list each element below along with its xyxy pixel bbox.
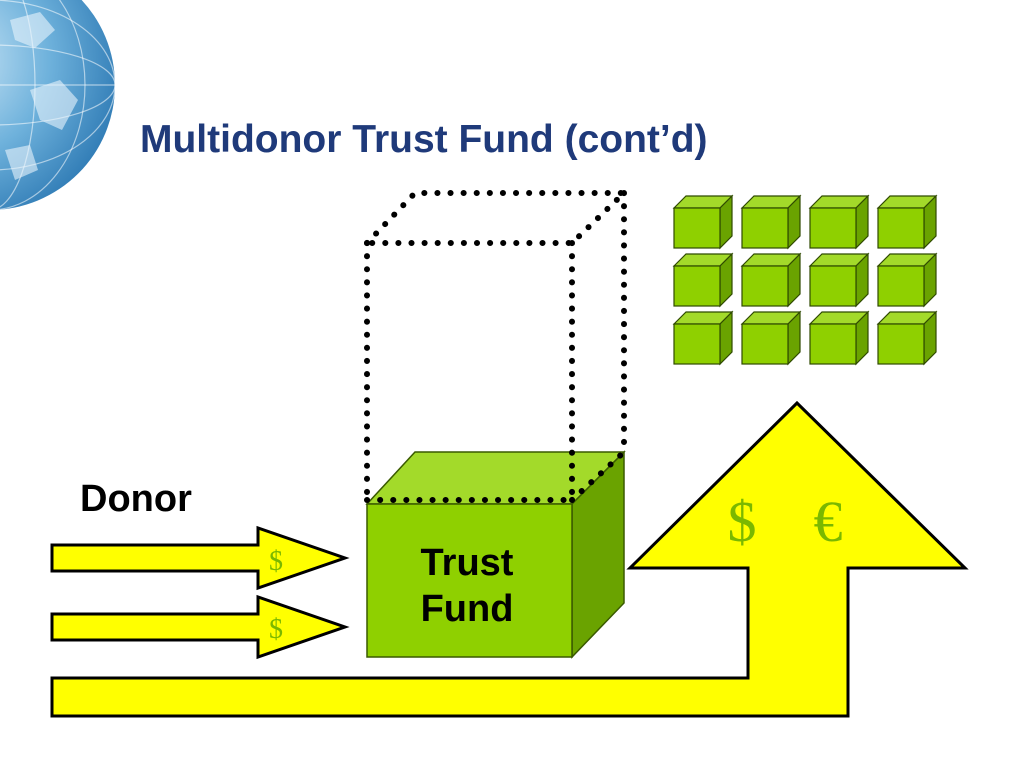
trust-fund-label-line-2: Fund bbox=[420, 588, 514, 630]
cube-icon bbox=[876, 194, 938, 250]
cube-icon bbox=[672, 252, 734, 308]
cube-icon bbox=[672, 310, 734, 366]
currency-symbol-arrow-1: $ bbox=[269, 546, 283, 577]
trust-fund-label: Trust Fund bbox=[388, 540, 546, 632]
cube-icon bbox=[876, 310, 938, 366]
project-cube-grid bbox=[672, 194, 938, 366]
cube-icon bbox=[808, 310, 870, 366]
slide-title: Multidonor Trust Fund (cont’d) bbox=[140, 118, 708, 161]
cube-icon bbox=[808, 194, 870, 250]
cube-icon bbox=[740, 194, 802, 250]
currency-symbol-arrow-2: $ bbox=[269, 614, 283, 645]
disbursement-arrow bbox=[50, 400, 969, 718]
cube-icon bbox=[876, 252, 938, 308]
dotted-cube-outline bbox=[359, 190, 632, 503]
euro-symbol: € bbox=[814, 489, 843, 554]
donor-arrow-1 bbox=[50, 525, 350, 591]
cube-icon bbox=[740, 252, 802, 308]
trust-fund-box-front bbox=[366, 503, 573, 658]
globe-icon bbox=[0, 0, 116, 210]
cube-icon bbox=[808, 252, 870, 308]
cube-icon bbox=[672, 194, 734, 250]
donor-arrow-2 bbox=[50, 594, 350, 660]
donor-label: Donor bbox=[80, 478, 192, 520]
dollar-symbol: $ bbox=[728, 489, 757, 554]
trust-fund-label-line-1: Trust bbox=[420, 542, 514, 584]
cube-icon bbox=[740, 310, 802, 366]
